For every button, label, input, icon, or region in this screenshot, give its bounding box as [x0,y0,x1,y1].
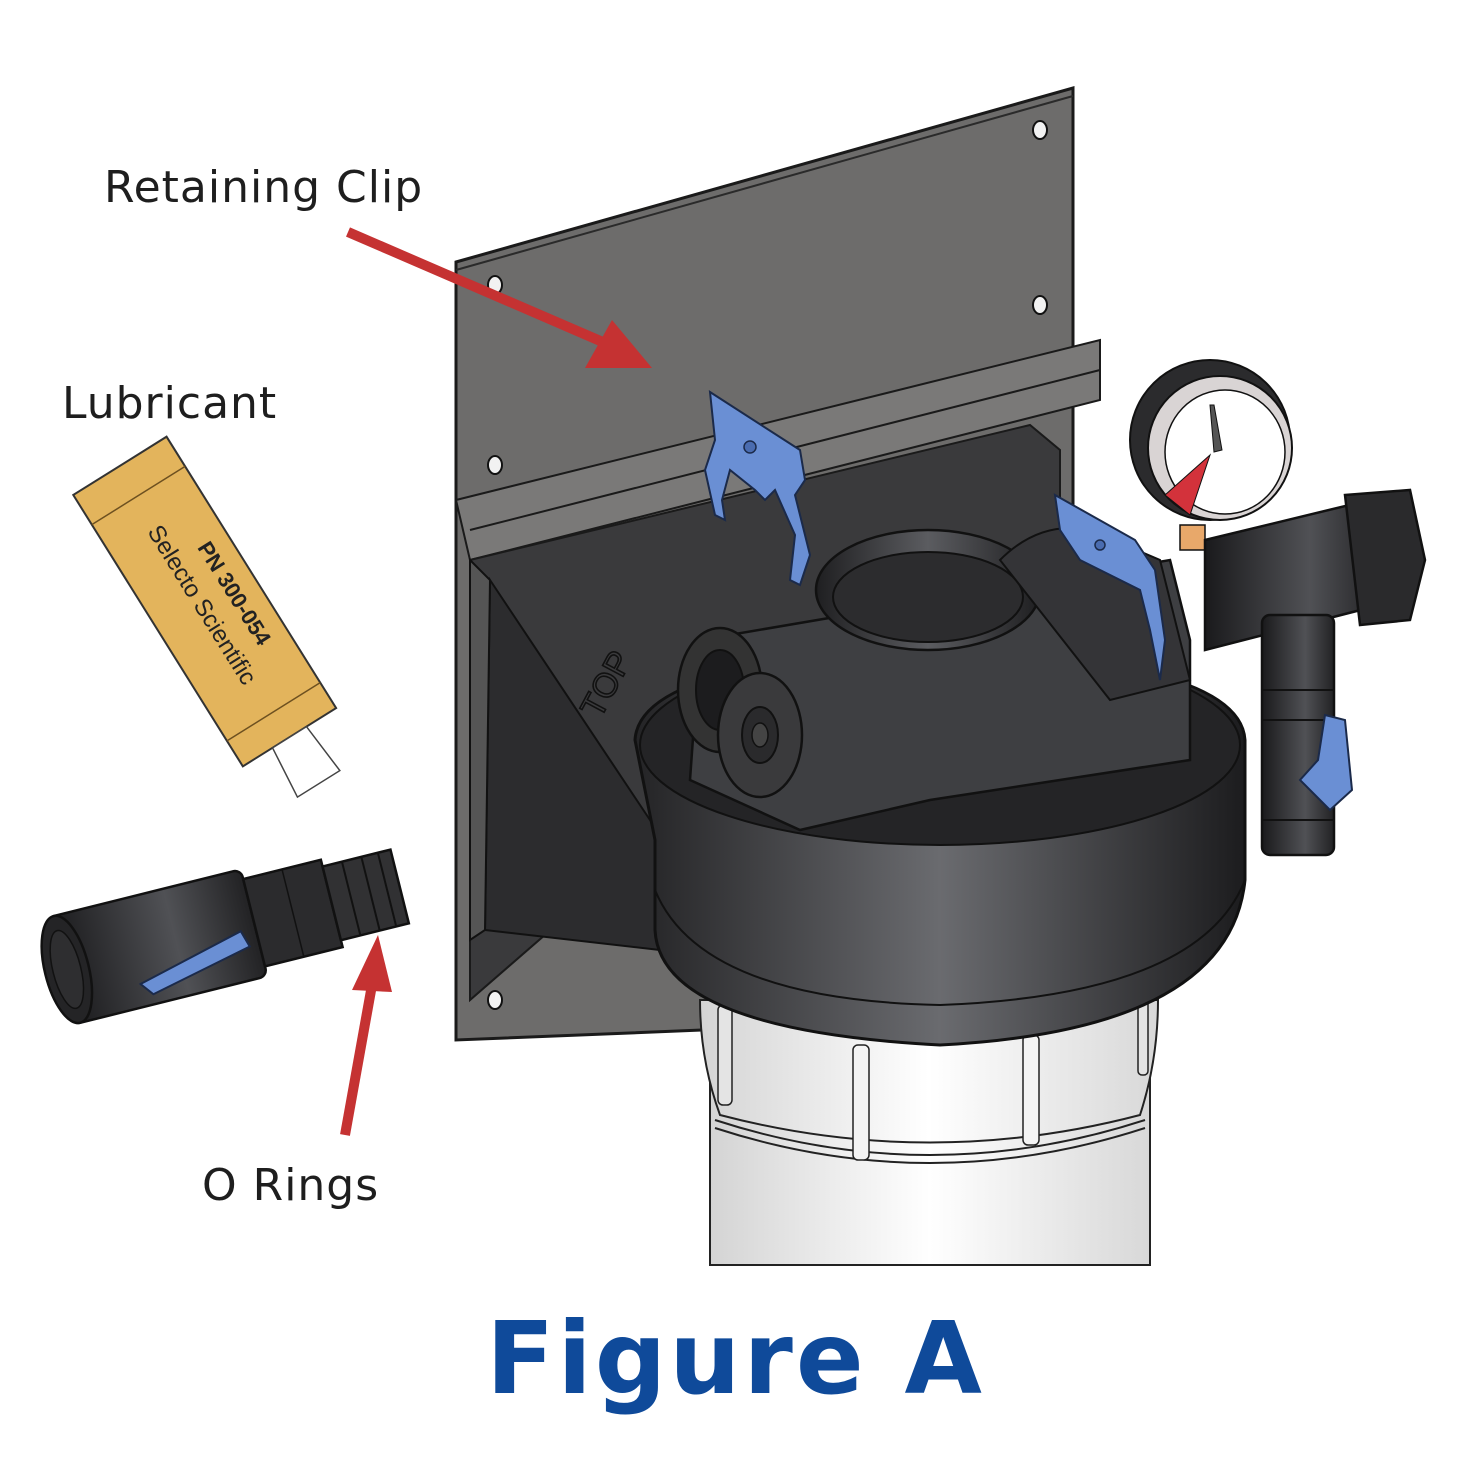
filter-bowl [698,979,1160,1266]
arrow-o-rings [340,935,392,1136]
sample-valve [1260,613,1354,857]
gauge-needle-red [1164,453,1212,516]
screw-hole [487,455,503,475]
figure-caption: Figure A [486,1300,985,1417]
retaining-clip-left [703,390,812,587]
callout-o-rings: O Rings [202,1160,380,1211]
callout-retaining-clip: Retaining Clip [104,162,424,213]
screw-hole [1032,120,1048,140]
pressure-gauge [1129,359,1427,652]
screw-hole [487,990,503,1010]
valve-handle-blue [1298,713,1354,812]
lubricant-packet: Selecto Scientific PN 300-054 [71,435,341,799]
gauge-needle [1209,404,1223,453]
retaining-clip-right [1053,493,1167,681]
packet-tear-tab [271,725,341,799]
bowl-rib [717,1004,733,1106]
fitting-handle-blue [138,929,252,996]
ball-valve-fitting [40,848,411,1025]
bowl-rib [1022,1034,1040,1146]
arrow-retaining-clip [346,227,652,368]
bowl-rib [852,1044,870,1161]
callout-lubricant: Lubricant [62,378,278,429]
screw-hole [1032,295,1048,315]
